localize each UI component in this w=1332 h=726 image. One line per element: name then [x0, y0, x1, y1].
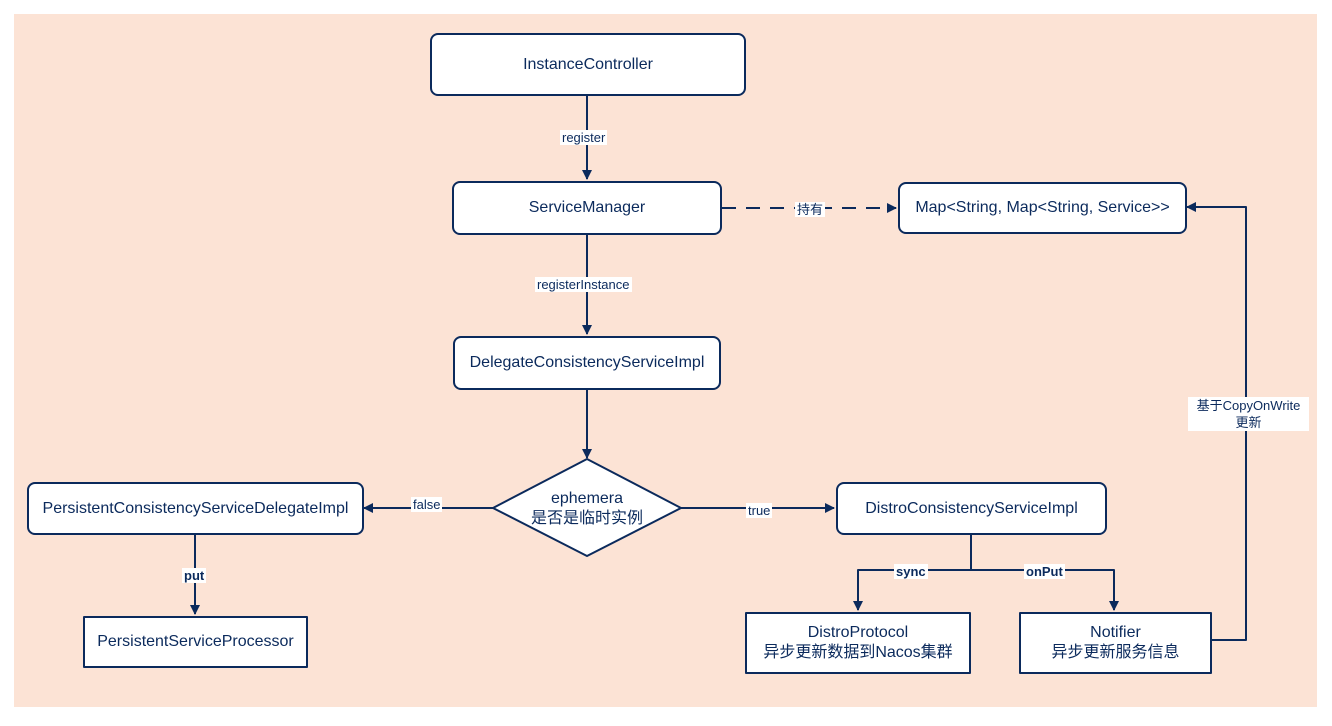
node-persistent-processor-label: PersistentServiceProcessor: [97, 633, 294, 650]
edge-label-put: put: [182, 568, 207, 583]
decision-label-line1: ephemera: [550, 490, 624, 507]
edge-label-copy-on-write: 基于CopyOnWrite 更新: [1188, 397, 1309, 431]
node-notifier-line2: 异步更新服务信息: [1051, 644, 1180, 661]
node-notifier-line1: Notifier: [1090, 624, 1141, 641]
decision-label: ephemera 是否是临时实例: [493, 486, 681, 532]
node-instance-controller-label: InstanceController: [523, 55, 653, 73]
edge-label-on-put: onPut: [1024, 564, 1065, 579]
node-service-manager-label: ServiceManager: [528, 199, 646, 216]
node-persistent-processor: PersistentServiceProcessor: [83, 616, 308, 668]
node-distro-protocol-line2: 异步更新数据到Nacos集群: [763, 644, 953, 661]
edge-label-false: false: [411, 497, 443, 512]
node-service-map: Map<String, Map<String, Service>>: [898, 182, 1187, 234]
node-distro-consistency: DistroConsistencyServiceImpl: [836, 482, 1107, 535]
edge-label-holds: 持有: [795, 202, 826, 217]
edge-on-put: [971, 569, 1119, 611]
node-delegate-consistency-label: DelegateConsistencyServiceImpl: [469, 354, 705, 371]
edge-label-true: true: [746, 503, 773, 518]
decision-label-line2: 是否是临时实例: [530, 510, 643, 527]
node-service-manager: ServiceManager: [452, 181, 722, 235]
edge-label-register-instance: registerInstance: [535, 277, 632, 292]
edge-label-copy-on-write-line2: 更新: [1235, 415, 1262, 430]
node-distro-protocol-line1: DistroProtocol: [807, 624, 909, 641]
node-service-map-label: Map<String, Map<String, Service>>: [915, 199, 1170, 216]
edge-label-sync: sync: [894, 564, 928, 579]
node-persistent-delegate-label: PersistentConsistencyServiceDelegateImpl: [42, 499, 349, 517]
node-distro-protocol: DistroProtocol 异步更新数据到Nacos集群: [745, 612, 971, 674]
edge-label-register: register: [560, 130, 608, 145]
decision-diamond: [492, 458, 682, 557]
node-delegate-consistency: DelegateConsistencyServiceImpl: [453, 336, 721, 390]
edge-label-copy-on-write-line1: 基于CopyOnWrite: [1196, 398, 1301, 413]
node-distro-consistency-label: DistroConsistencyServiceImpl: [865, 499, 1078, 517]
node-instance-controller: InstanceController: [430, 33, 746, 96]
node-persistent-delegate: PersistentConsistencyServiceDelegateImpl: [27, 482, 364, 535]
node-notifier: Notifier 异步更新服务信息: [1019, 612, 1212, 674]
